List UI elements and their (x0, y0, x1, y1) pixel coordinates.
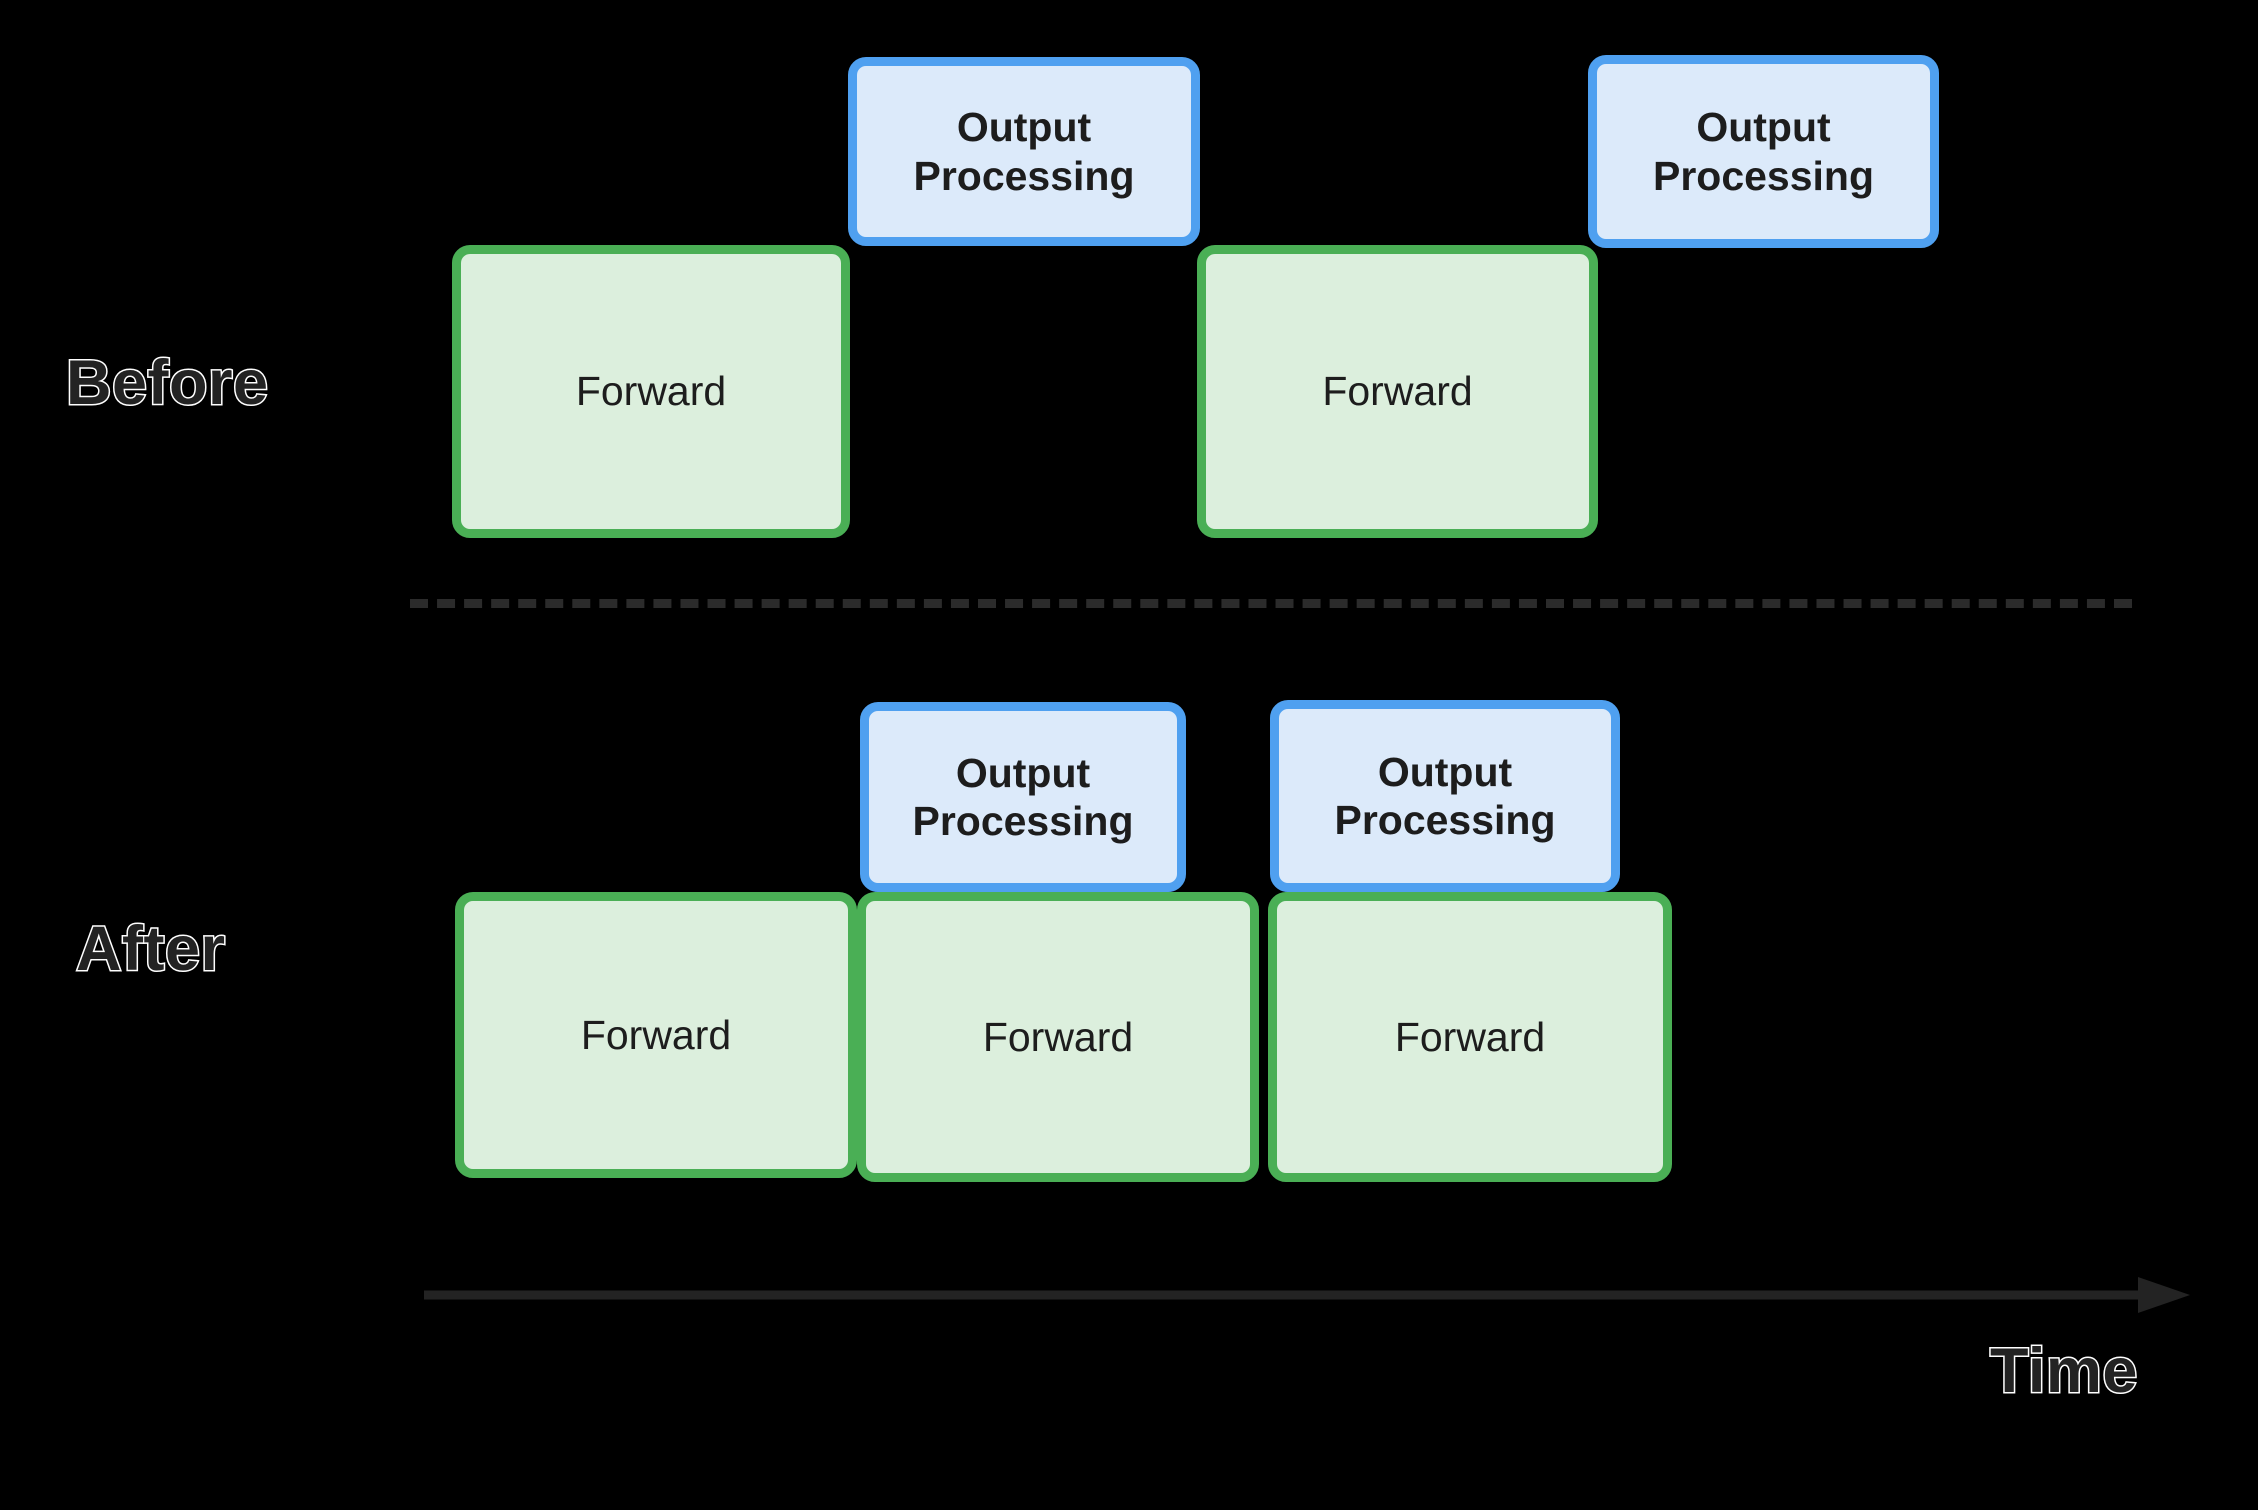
after-forward-block-1: Forward (455, 892, 857, 1178)
block-label: Forward (580, 1011, 732, 1058)
row-label-after: After (75, 914, 227, 984)
block-label: Forward (1394, 1013, 1546, 1060)
block-label: Output Processing (912, 749, 1134, 844)
row-label-before: Before (65, 348, 270, 418)
before-forward-block-2: Forward (1197, 245, 1598, 538)
block-label: Output Processing (1334, 748, 1556, 843)
after-output-processing-block-2: Output Processing (1270, 700, 1620, 892)
time-axis-arrowhead (2138, 1277, 2190, 1313)
block-label: Forward (982, 1013, 1134, 1060)
time-axis-label: Time (1989, 1336, 2139, 1406)
block-label: Forward (1322, 368, 1473, 415)
after-output-processing-block-1: Output Processing (860, 702, 1186, 892)
before-output-processing-block-2: Output Processing (1588, 55, 1939, 248)
before-forward-block-1: Forward (452, 245, 850, 538)
after-forward-block-2: Forward (857, 892, 1259, 1182)
block-label: Forward (575, 368, 727, 415)
block-label: Output Processing (1652, 104, 1875, 199)
block-label: Output Processing (913, 104, 1135, 199)
time-axis-arrow (424, 1277, 2190, 1313)
section-divider (410, 599, 2132, 608)
before-output-processing-block-1: Output Processing (848, 57, 1200, 246)
after-forward-block-3: Forward (1268, 892, 1672, 1182)
